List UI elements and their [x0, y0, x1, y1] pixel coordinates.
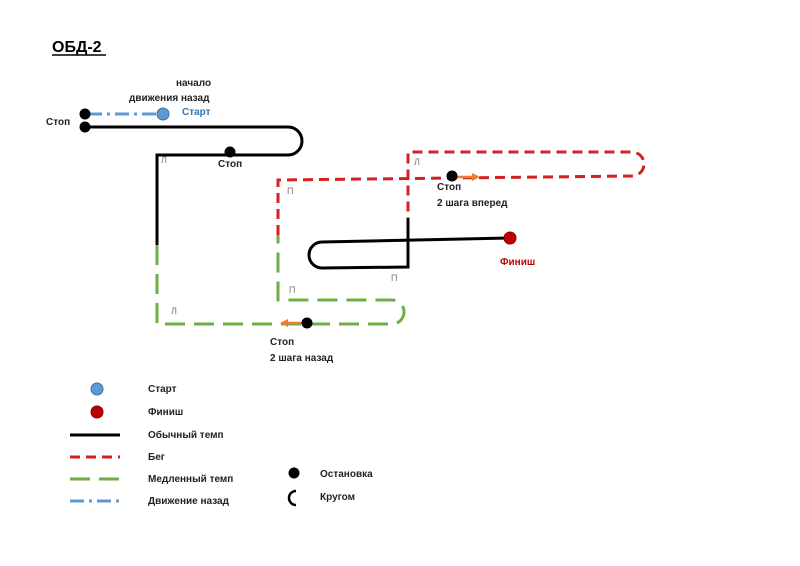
- legend-finish-swatch: [90, 405, 104, 419]
- forward-note: 2 шага вперед: [437, 198, 508, 209]
- path-normal-finish: [307, 218, 511, 270]
- legend-slow-label: Медленный темп: [148, 474, 233, 485]
- stop-label-mid: Стоп: [218, 159, 242, 170]
- diagram-title: ОБД-2: [52, 39, 102, 56]
- start-point: [156, 107, 170, 121]
- stop-point-bottom: [301, 317, 313, 329]
- path-slow-bottom: [155, 235, 406, 326]
- stop-point-top-1: [79, 108, 91, 120]
- path-normal-top-loop: [84, 125, 304, 245]
- turn-right-1: П: [287, 186, 293, 196]
- legend-turn-icon: [287, 489, 297, 507]
- stop-point-top-2: [79, 121, 91, 133]
- legend-back-label: Движение назад: [148, 496, 230, 507]
- legend-normal-label: Обычный темп: [148, 429, 224, 441]
- start-label: Старт: [182, 107, 211, 118]
- back-note: 2 шага назад: [270, 353, 334, 364]
- legend-stop-label: Остановка: [320, 469, 373, 480]
- stop-label-bottom: Стоп: [270, 337, 294, 348]
- turn-right-3: П: [391, 273, 397, 283]
- start-note-line1: начало: [176, 78, 211, 89]
- legend-start-label: Старт: [148, 384, 177, 395]
- legend-turn-label: Кругом: [320, 492, 355, 503]
- legend-finish-label: Финиш: [148, 407, 183, 418]
- path-run-loop: [276, 150, 646, 235]
- turn-left-3: Л: [414, 157, 420, 167]
- stop-point-mid: [224, 146, 236, 158]
- stop-label-top: Стоп: [46, 117, 70, 128]
- turn-left-2: Л: [171, 306, 177, 316]
- legend-run-label: Бег: [148, 452, 165, 463]
- legend: Старт Финиш Обычный темп Бег Медленный т…: [70, 382, 373, 507]
- legend-start-swatch: [90, 382, 104, 396]
- finish-label: Финиш: [500, 257, 535, 268]
- turn-left-1: Л: [161, 155, 167, 165]
- finish-point: [503, 231, 517, 245]
- stop-point-red: [446, 170, 458, 182]
- stop-label-red: Стоп: [437, 182, 461, 193]
- legend-stop-swatch: [288, 467, 300, 479]
- turn-right-2: П: [289, 285, 295, 295]
- start-note-line2: движения назад: [129, 93, 210, 104]
